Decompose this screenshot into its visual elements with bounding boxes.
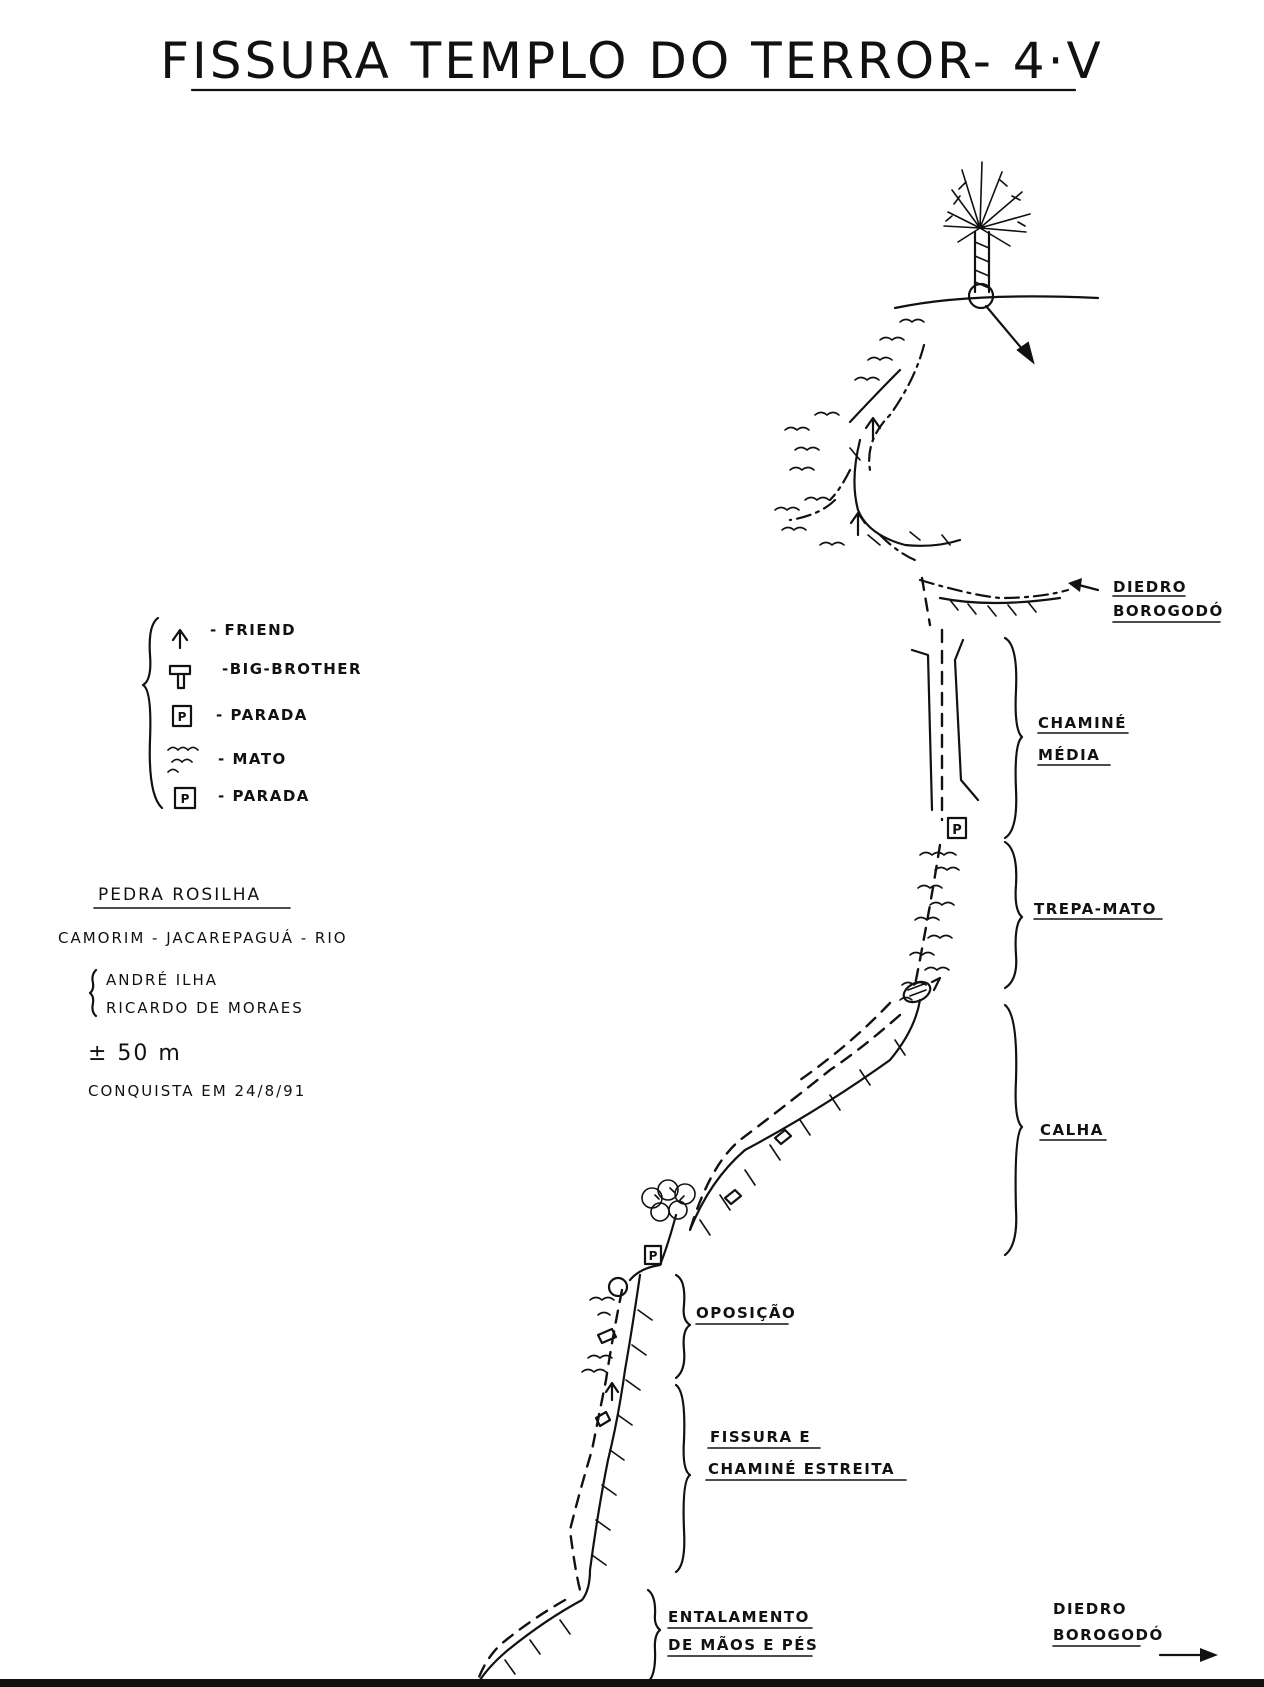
- parada-icon: P: [173, 786, 197, 810]
- section-label-trepa-mato: TREPA-MATO: [1033, 900, 1163, 920]
- legend-label-big-brother: -BIG-BROTHER: [222, 660, 362, 678]
- summit-palm-tree-icon: [893, 161, 1100, 365]
- section-label-entalamento: ENTALAMENTO DE MÃOS E PÉS: [667, 1608, 818, 1657]
- entalamento-label-line2: DE MÃOS E PÉS: [668, 1635, 818, 1654]
- big-brother-icon: [168, 664, 192, 690]
- route-info: PEDRA ROSILHA CAMORIM - JACAREPAGUÁ - RI…: [58, 885, 348, 1100]
- parada-icon: P: [171, 704, 193, 728]
- entalamento-label-line1: ENTALAMENTO: [668, 1608, 810, 1626]
- diedro-label-line2: BOROGODÓ: [1113, 601, 1224, 620]
- title-group: FISSURA TEMPLO DO TERROR- 4·V: [160, 32, 1103, 92]
- trepa-mato-label: TREPA-MATO: [1034, 900, 1157, 918]
- big-brother-icon: [902, 976, 942, 1004]
- braces-right: [646, 636, 1024, 1684]
- legend-label-mato: - MATO: [218, 750, 287, 768]
- upper-mato-vegetation: [774, 318, 925, 547]
- svg-text:P: P: [178, 710, 187, 724]
- diedro-bottom-label-line1: DIEDRO: [1053, 1600, 1127, 1618]
- climber-name-1: ANDRÉ ILHA: [106, 970, 218, 989]
- fissura-label-line1: FISSURA E: [710, 1428, 811, 1446]
- legend-label-parada-2: - PARADA: [218, 787, 310, 805]
- scan-bottom-edge: [0, 1679, 1264, 1687]
- diedro-label-line1: DIEDRO: [1113, 578, 1187, 596]
- page-title: FISSURA TEMPLO DO TERROR- 4·V: [160, 32, 1103, 90]
- parada-icon: [946, 816, 968, 840]
- section-label-oposicao: OPOSIÇÃO: [695, 1303, 796, 1325]
- lower-tower: P: [476, 1213, 678, 1682]
- chamine-label-line1: CHAMINÉ: [1038, 713, 1127, 732]
- parada-icon: [643, 1244, 663, 1266]
- section-label-diedro-bottom: DIEDRO BOROGODÓ: [1052, 1600, 1218, 1662]
- fissura-label-line2: CHAMINÉ ESTREITA: [708, 1459, 895, 1478]
- mato-icon: [167, 746, 199, 773]
- legend-label-parada-1: - PARADA: [216, 706, 308, 724]
- calha-ramp: [688, 998, 922, 1236]
- section-label-diedro-top: DIEDRO BOROGODÓ: [1112, 578, 1224, 623]
- calha-label: CALHA: [1040, 1121, 1104, 1139]
- oposicao-label: OPOSIÇÃO: [696, 1303, 796, 1322]
- chamine-media-chimney: P: [910, 628, 980, 840]
- section-label-fissura: FISSURA E CHAMINÉ ESTREITA: [705, 1428, 907, 1481]
- diedro-traverse-route: [918, 576, 1100, 627]
- location-name: PEDRA ROSILHA: [98, 885, 261, 905]
- legend: - FRIEND -BIG-BROTHER P - PARADA - MATO …: [141, 616, 362, 810]
- svg-text:P: P: [181, 792, 190, 806]
- parada-mark: P: [952, 823, 962, 838]
- climber-name-2: RICARDO DE MORAES: [106, 999, 304, 1017]
- section-label-chamine-media: CHAMINÉ MÉDIA: [1037, 713, 1129, 766]
- diedro-bottom-label-line2: BOROGODÓ: [1053, 1625, 1164, 1644]
- parada-mark-lower: P: [649, 1249, 658, 1263]
- bush-icon: [641, 1179, 696, 1222]
- chamine-label-line2: MÉDIA: [1038, 745, 1100, 764]
- trepa-mato-route: [913, 843, 942, 987]
- route-height: ± 50 m: [88, 1041, 182, 1066]
- legend-label-friend: - FRIEND: [210, 621, 296, 639]
- friend-arrow-icon: [849, 416, 882, 537]
- region-name: CAMORIM - JACAREPAGUÁ - RIO: [58, 928, 348, 947]
- upper-rock-outline: [788, 343, 962, 564]
- friend-arrow-icon: [171, 628, 189, 650]
- first-ascent-date: CONQUISTA EM 24/8/91: [88, 1082, 306, 1100]
- trepa-mato-vegetation: [899, 851, 960, 1001]
- section-label-calha: CALHA: [1039, 1121, 1107, 1141]
